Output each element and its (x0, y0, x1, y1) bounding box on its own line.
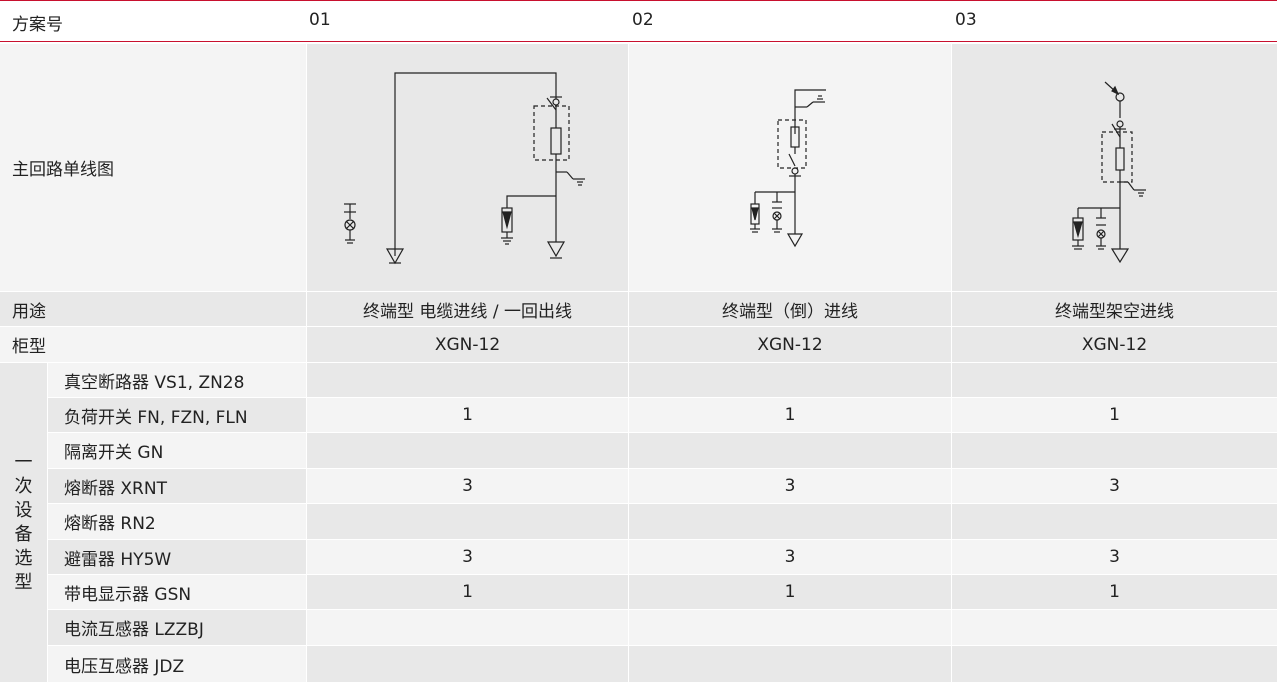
header-label: 方案号 (12, 15, 63, 35)
equipment-qty: 1 (952, 575, 1277, 609)
equipment-name: 带电显示器 GSN (48, 575, 306, 609)
group-label-char: 型 (14, 571, 33, 593)
cabinet-value-01: XGN-12 (307, 327, 628, 362)
equipment-qty (307, 504, 628, 539)
equipment-qty: 3 (307, 540, 628, 574)
equipment-qty: 3 (952, 469, 1277, 503)
group-label-char: 备 (14, 523, 33, 545)
equipment-qty (629, 610, 951, 645)
equipment-qty: 3 (952, 540, 1277, 574)
equipment-qty: 3 (307, 469, 628, 503)
equipment-qty: 3 (629, 469, 951, 503)
single-line-diagram-01 (307, 44, 628, 291)
scheme-03-number: 03 (955, 10, 977, 30)
equipment-qty (952, 610, 1277, 645)
cabinet-value-02: XGN-12 (629, 327, 951, 362)
equipment-name: 真空断路器 VS1, ZN28 (48, 363, 306, 397)
scheme-02-number: 02 (632, 10, 654, 30)
equipment-qty: 3 (629, 540, 951, 574)
equipment-name: 负荷开关 FN, FZN, FLN (48, 398, 306, 432)
equipment-qty (307, 646, 628, 682)
equipment-qty (952, 646, 1277, 682)
diagram-row-label: 主回路单线图 (0, 44, 306, 291)
equipment-qty (629, 646, 951, 682)
equipment-group-label: 一 次 设 备 选 型 (0, 363, 47, 682)
equipment-name: 熔断器 RN2 (48, 504, 306, 539)
equipment-qty (307, 363, 628, 397)
single-line-diagram-03 (952, 44, 1277, 291)
group-label-char: 次 (14, 475, 33, 497)
usage-value-03: 终端型架空进线 (952, 292, 1277, 326)
usage-value-02: 终端型（倒）进线 (629, 292, 951, 326)
equipment-qty (629, 433, 951, 468)
equipment-qty (629, 504, 951, 539)
scheme-01-number: 01 (309, 10, 331, 30)
group-label-char: 一 (14, 451, 33, 473)
group-label-char: 设 (14, 499, 33, 521)
equipment-qty (952, 504, 1277, 539)
equipment-qty (307, 433, 628, 468)
cabinet-row-label: 柜型 (0, 327, 306, 362)
equipment-qty: 1 (307, 398, 628, 432)
equipment-name: 避雷器 HY5W (48, 540, 306, 574)
equipment-qty (629, 363, 951, 397)
single-line-diagram-02 (629, 44, 951, 291)
equipment-qty: 1 (952, 398, 1277, 432)
equipment-name: 熔断器 XRNT (48, 469, 306, 503)
table-header: 方案号 01 02 03 (0, 0, 1277, 42)
cabinet-value-03: XGN-12 (952, 327, 1277, 362)
equipment-name: 电压互感器 JDZ (48, 646, 306, 682)
equipment-qty (952, 363, 1277, 397)
usage-value-01: 终端型 电缆进线 / 一回出线 (307, 292, 628, 326)
equipment-name: 电流互感器 LZZBJ (48, 610, 306, 645)
equipment-qty: 1 (307, 575, 628, 609)
equipment-qty: 1 (629, 575, 951, 609)
equipment-qty (952, 433, 1277, 468)
equipment-qty: 1 (629, 398, 951, 432)
group-label-char: 选 (14, 547, 33, 569)
equipment-name: 隔离开关 GN (48, 433, 306, 468)
equipment-qty (307, 610, 628, 645)
usage-row-label: 用途 (0, 292, 306, 326)
